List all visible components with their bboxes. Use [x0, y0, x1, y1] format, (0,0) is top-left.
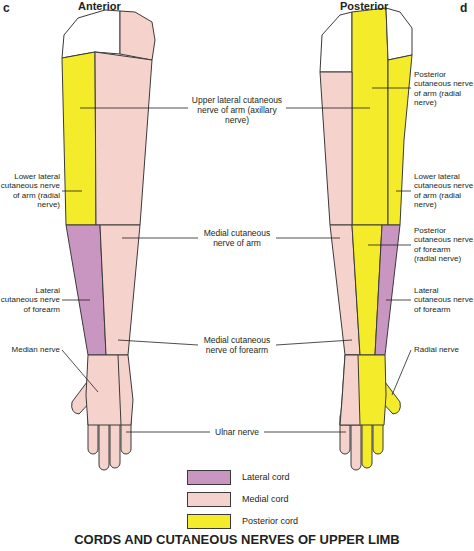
leader-line	[372, 88, 411, 89]
arm-region	[62, 52, 96, 225]
arm-region	[320, 72, 352, 225]
nerve-label: Upper lateral cutaneous nerve of arm (ax…	[189, 95, 285, 125]
leader-line	[264, 432, 346, 433]
posterior-limb	[320, 8, 412, 470]
legend-swatch	[187, 514, 231, 529]
nerve-label: Medial cutaneous nerve of arm	[193, 228, 281, 248]
nerve-label: Medial cutaneous nerve of forearm	[193, 335, 281, 355]
leader-line	[122, 238, 198, 239]
nerve-label: Posterior cutaneous nerve of forearm (ra…	[414, 226, 474, 264]
leader-line	[276, 340, 352, 345]
palm	[86, 355, 133, 425]
legend-label: Posterior cord	[242, 514, 298, 529]
leader-line	[392, 350, 411, 395]
legend-label: Lateral cord	[242, 470, 290, 485]
forearm-region	[375, 225, 400, 355]
leader-line	[368, 245, 411, 246]
nerve-label: Lower lateral cutaneous nerve of arm (ra…	[414, 172, 474, 210]
shoulder-region	[320, 12, 352, 72]
hand-dorsum	[340, 355, 386, 425]
nerve-label: Lateral cutaneous nerve of forearm	[0, 286, 60, 314]
leader-line	[276, 238, 340, 239]
leader-line	[62, 350, 98, 392]
hand-dorsum	[340, 355, 360, 425]
nerve-label: Posterior cutaneous nerve of arm (radial…	[414, 70, 474, 108]
nerve-label: Radial nerve	[414, 345, 474, 354]
panel-letter: d	[460, 1, 474, 15]
legend-swatch	[187, 492, 231, 507]
anterior-limb	[62, 10, 155, 470]
leader-line	[386, 300, 411, 301]
shoulder-region	[62, 10, 120, 58]
leader-line	[118, 340, 198, 345]
nerve-label: Lower lateral cutaneous nerve of arm (ra…	[0, 172, 60, 210]
nerve-label: Ulnar nerve	[193, 427, 281, 437]
figure-title: CORDS AND CUTANEOUS NERVES OF UPPER LIMB	[0, 532, 474, 547]
leader-line	[62, 191, 82, 192]
forearm-region	[66, 225, 106, 355]
shoulder-region	[386, 8, 412, 60]
nerve-boundary	[118, 355, 121, 425]
arm-region	[388, 55, 412, 225]
forearm-region	[100, 225, 140, 355]
leader-line	[62, 300, 90, 301]
legend-swatch	[187, 470, 231, 485]
nerve-label: Median nerve	[0, 345, 60, 354]
leader-line	[80, 108, 188, 109]
shoulder-region	[120, 11, 155, 60]
leader-line	[286, 108, 370, 109]
panel-letter: c	[3, 1, 23, 15]
leader-lines	[62, 88, 411, 432]
leader-line	[126, 432, 210, 433]
nerve-label: Lateral cutaneous nerve of forearm	[414, 286, 474, 314]
arm-region	[95, 52, 152, 225]
legend-label: Medial cord	[242, 492, 289, 507]
leader-line	[396, 191, 411, 192]
arm-region	[352, 8, 388, 225]
view-heading: Posterior	[340, 0, 420, 13]
view-heading: Anterior	[78, 0, 158, 13]
